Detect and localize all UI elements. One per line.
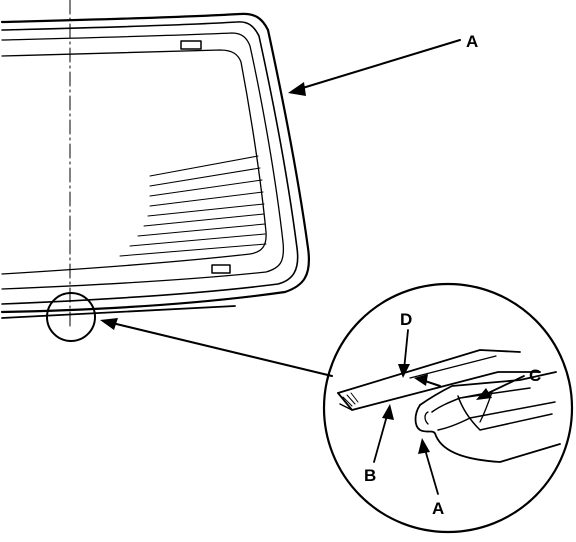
callout-label-b: B	[364, 466, 376, 485]
callout-label-d: D	[400, 310, 412, 329]
callout-arrow-b	[373, 404, 394, 463]
detail-glass-section	[337, 349, 541, 411]
glass-bottom-edge	[1, 305, 236, 319]
detail-magnified-circle	[322, 282, 574, 534]
detail-location-circle	[46, 292, 96, 342]
detail-molding	[414, 371, 561, 463]
detail-arrow	[100, 318, 333, 377]
glass-outer-edge	[0, 12, 310, 314]
callout-arrow-d-inner	[414, 374, 441, 387]
windshield-glass	[0, 12, 310, 319]
callout-arrow-c	[476, 375, 525, 400]
callout-label-a-top: A	[466, 32, 478, 51]
callout-label-a-detail: A	[432, 499, 444, 518]
callout-arrow-a-top	[288, 39, 461, 96]
bottom-spacer-tab	[211, 264, 231, 274]
glass-ceramic-border	[1, 32, 285, 290]
glass-molding-line	[1, 21, 299, 305]
callout-arrow-d	[398, 329, 410, 378]
callout-arrow-a-detail	[418, 438, 439, 495]
defroster-lines	[119, 155, 267, 257]
callout-label-c: C	[529, 366, 541, 385]
top-spacer-tab	[180, 40, 202, 50]
glass-inner-view-edge	[1, 49, 267, 275]
